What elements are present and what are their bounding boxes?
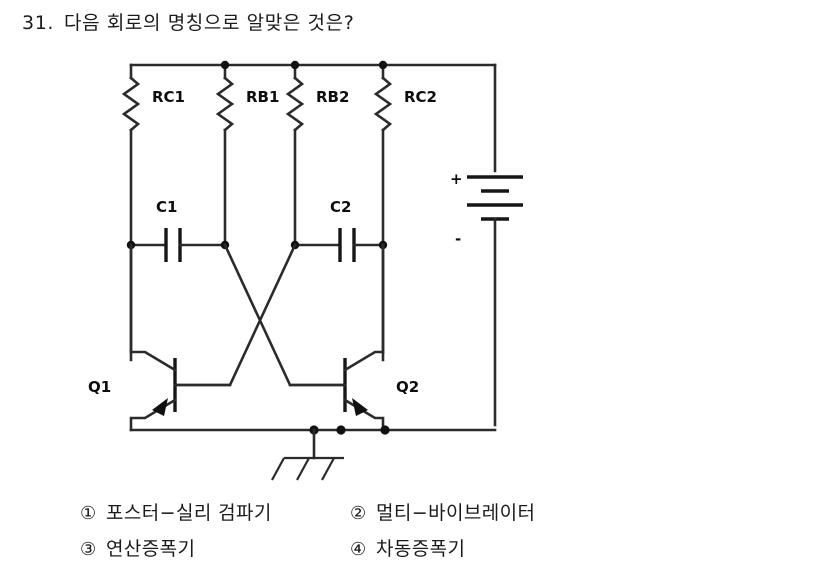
circuit-figure: RC1 RB1 RB2 RC2	[0, 40, 826, 490]
earth-ground-symbol	[271, 428, 344, 481]
label-c2: C2	[330, 198, 351, 216]
choices-block: ① 포스터−실리 검파기 ② 멀티−바이브레이터 ③ 연산증폭기 ④ 차동증폭기	[0, 498, 826, 570]
circuit-svg: RC1 RB1 RB2 RC2	[88, 60, 523, 481]
junction-dot	[336, 425, 346, 435]
junction-dot	[220, 60, 230, 70]
label-q1: Q1	[88, 378, 111, 396]
choice-2[interactable]: ② 멀티−바이브레이터	[350, 498, 535, 525]
label-c1: C1	[156, 198, 177, 216]
choice-4-label: 차동증폭기	[376, 538, 466, 560]
choice-1-label: 포스터−실리 검파기	[106, 502, 272, 524]
choice-4[interactable]: ④ 차동증폭기	[350, 534, 465, 561]
capacitor-c2: C2	[293, 198, 385, 262]
label-rc1: RC1	[152, 88, 185, 106]
label-battery-minus: -	[455, 230, 461, 248]
resistor-rb1: RB1	[215, 63, 279, 247]
question-line: 31. 다음 회로의 명칭으로 알맞은 것은?	[22, 8, 354, 35]
transistor-q1: Q1	[88, 243, 232, 432]
label-battery-plus: +	[450, 170, 463, 188]
junction-dot	[290, 60, 300, 70]
question-text: 다음 회로의 명칭으로 알맞은 것은?	[64, 12, 355, 34]
resistor-rb2: RB2	[285, 63, 349, 247]
choice-3[interactable]: ③ 연산증폭기	[80, 534, 350, 561]
choices-row-1: ① 포스터−실리 검파기 ② 멀티−바이브레이터	[0, 498, 826, 534]
question-number: 31.	[22, 12, 55, 34]
junction-dot	[378, 60, 388, 70]
collector-leads	[129, 243, 385, 362]
label-rc2: RC2	[404, 88, 437, 106]
choice-2-label: 멀티−바이브레이터	[376, 502, 536, 524]
resistor-rc1: RC1	[121, 63, 185, 247]
battery-branch: + -	[450, 63, 523, 427]
cross-coupling-wires	[173, 243, 347, 387]
label-rb1: RB1	[246, 88, 279, 106]
q2-emitter-arrow	[352, 398, 368, 416]
choice-4-marker: ④	[350, 539, 367, 560]
choice-3-marker: ③	[80, 539, 97, 560]
label-q2: Q2	[396, 378, 419, 396]
label-rb2: RB2	[316, 88, 349, 106]
resistor-rc2: RC2	[373, 63, 437, 247]
choice-1[interactable]: ① 포스터−실리 검파기	[80, 498, 350, 525]
choice-1-marker: ①	[80, 503, 97, 524]
junction-dot	[380, 425, 390, 435]
choice-3-label: 연산증폭기	[106, 538, 196, 560]
q1-emitter-arrow	[152, 398, 168, 416]
transistor-q2: Q2	[288, 243, 419, 432]
choices-row-2: ③ 연산증폭기 ④ 차동증폭기	[0, 534, 826, 570]
capacitor-c1: C1	[129, 198, 227, 262]
choice-2-marker: ②	[350, 503, 367, 524]
